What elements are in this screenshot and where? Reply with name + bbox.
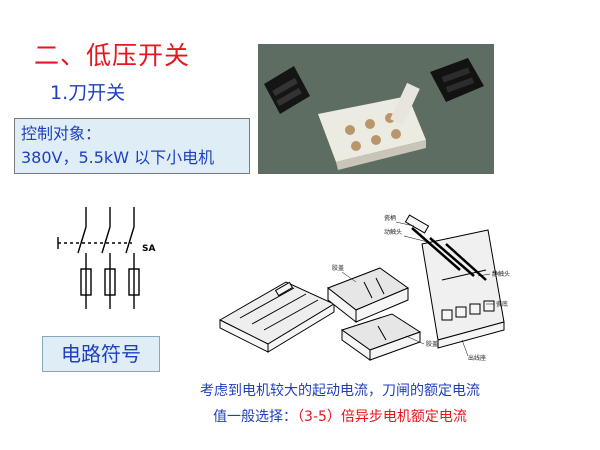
photo-porcelain-base xyxy=(318,82,426,170)
label-moving-contact: 动触头 xyxy=(384,228,402,236)
note-line-2: 值一般选择：（3-5）倍异步电机额定电流 xyxy=(130,406,550,426)
label-porcelain-base: 瓷底 xyxy=(496,300,508,308)
section-title: 二、低压开关 xyxy=(34,41,191,70)
label-cover-top: 胶盖 xyxy=(332,264,344,272)
label-handle: 瓷柄 xyxy=(384,214,396,222)
knife-switch-photo xyxy=(258,44,494,174)
subsection-title: 1.刀开关 xyxy=(50,82,126,104)
note-line-1: 考虑到电机较大的起动电流，刀闸的额定电流 xyxy=(200,383,480,399)
note-line-2-prefix: 值一般选择： xyxy=(213,409,298,425)
control-object-box: 控制对象： 380V，5.5kW 以下小电机 xyxy=(14,118,250,174)
label-outlet-seat: 出线座 xyxy=(468,354,486,362)
control-object-value: 380V，5.5kW 以下小电机 xyxy=(21,148,215,167)
circuit-symbol-caption: 电路符号 xyxy=(42,336,160,372)
label-static-contact: 静触头 xyxy=(492,270,510,278)
photo-left-cover xyxy=(264,66,310,114)
label-cover-bottom: 胶盖 xyxy=(426,340,438,348)
knife-switch-structure-drawing: 瓷柄 动触头 胶盖 胶盖 静触头 瓷底 出线座 xyxy=(218,214,510,362)
photo-right-cover xyxy=(430,58,484,102)
circuit-symbol: SA xyxy=(57,207,155,309)
symbol-code: SA xyxy=(142,244,155,254)
control-object-label: 控制对象： xyxy=(21,124,102,143)
note-line-2-highlight: （3-5）倍异步电机额定电流 xyxy=(297,409,467,425)
